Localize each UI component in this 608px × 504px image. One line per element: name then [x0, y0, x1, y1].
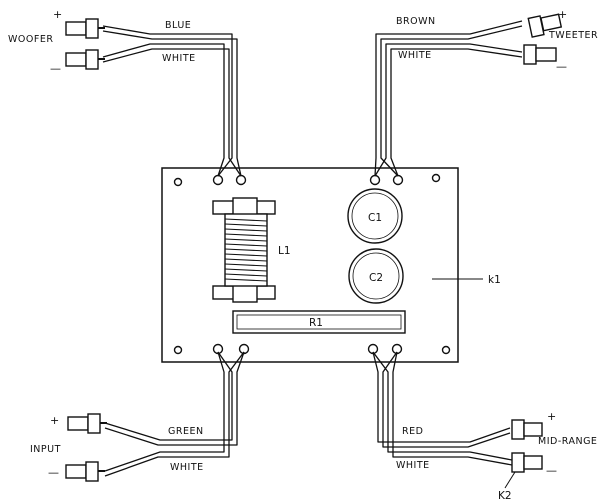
mid-range-plus-connector: [511, 419, 543, 440]
woofer-minus-connector: [65, 49, 105, 70]
c1-label: C1: [368, 212, 382, 224]
mid-range-label: MID-RANGE: [538, 436, 597, 447]
tweeter-minus-connector: [523, 44, 557, 65]
input-minus-connector: [65, 461, 105, 482]
input-label: INPUT: [30, 444, 61, 455]
blue-wire-label: BLUE: [165, 20, 191, 31]
terminal: [369, 174, 381, 186]
terminal: [212, 174, 224, 186]
tweeter-plus-sign: +: [558, 8, 567, 21]
woofer-wires: [102, 25, 242, 177]
input-wires: [104, 351, 245, 477]
capacitor-c1: [347, 188, 403, 244]
white-wire-label-woofer: WHITE: [162, 53, 196, 64]
tweeter-label: TWEETER: [548, 30, 598, 41]
woofer-minus-sign: —: [50, 62, 61, 75]
white-wire-label-mid-range: WHITE: [396, 460, 430, 471]
woofer-plus-connector: [65, 18, 105, 39]
k2-label: K2: [498, 490, 512, 502]
k1-label: k1: [488, 274, 501, 286]
inductor-l1: [212, 197, 276, 303]
mid-range-plus-sign: +: [547, 410, 556, 423]
mounting-hole: [173, 345, 183, 355]
resistor-r1: [232, 310, 406, 334]
capacitor-c2: [348, 248, 404, 304]
r1-label: R1: [309, 317, 323, 329]
red-wire-label: RED: [402, 426, 423, 437]
mid-range-minus-sign: —: [546, 464, 557, 477]
brown-wire-label: BROWN: [396, 16, 436, 27]
terminal: [392, 174, 404, 186]
green-wire-label: GREEN: [168, 426, 204, 437]
mid-range-minus-connector: [511, 452, 543, 473]
terminal: [235, 174, 247, 186]
input-minus-sign: —: [48, 466, 59, 479]
tweeter-plus-connector: [527, 13, 563, 38]
l1-label: L1: [278, 245, 291, 257]
input-plus-connector: [67, 413, 107, 434]
white-wire-label-tweeter: WHITE: [398, 50, 432, 61]
woofer-label: WOOFER: [8, 34, 53, 45]
tweeter-wires: [374, 20, 523, 177]
input-plus-sign: +: [50, 414, 59, 427]
mounting-hole: [441, 345, 451, 355]
white-wire-label-input: WHITE: [170, 462, 204, 473]
mounting-hole: [431, 173, 441, 183]
mid-range-wires: [372, 351, 513, 466]
tweeter-minus-sign: —: [556, 60, 567, 73]
woofer-plus-sign: +: [53, 8, 62, 21]
mounting-hole: [173, 177, 183, 187]
c2-label: C2: [369, 272, 383, 284]
k2-leader-line: [504, 471, 516, 489]
